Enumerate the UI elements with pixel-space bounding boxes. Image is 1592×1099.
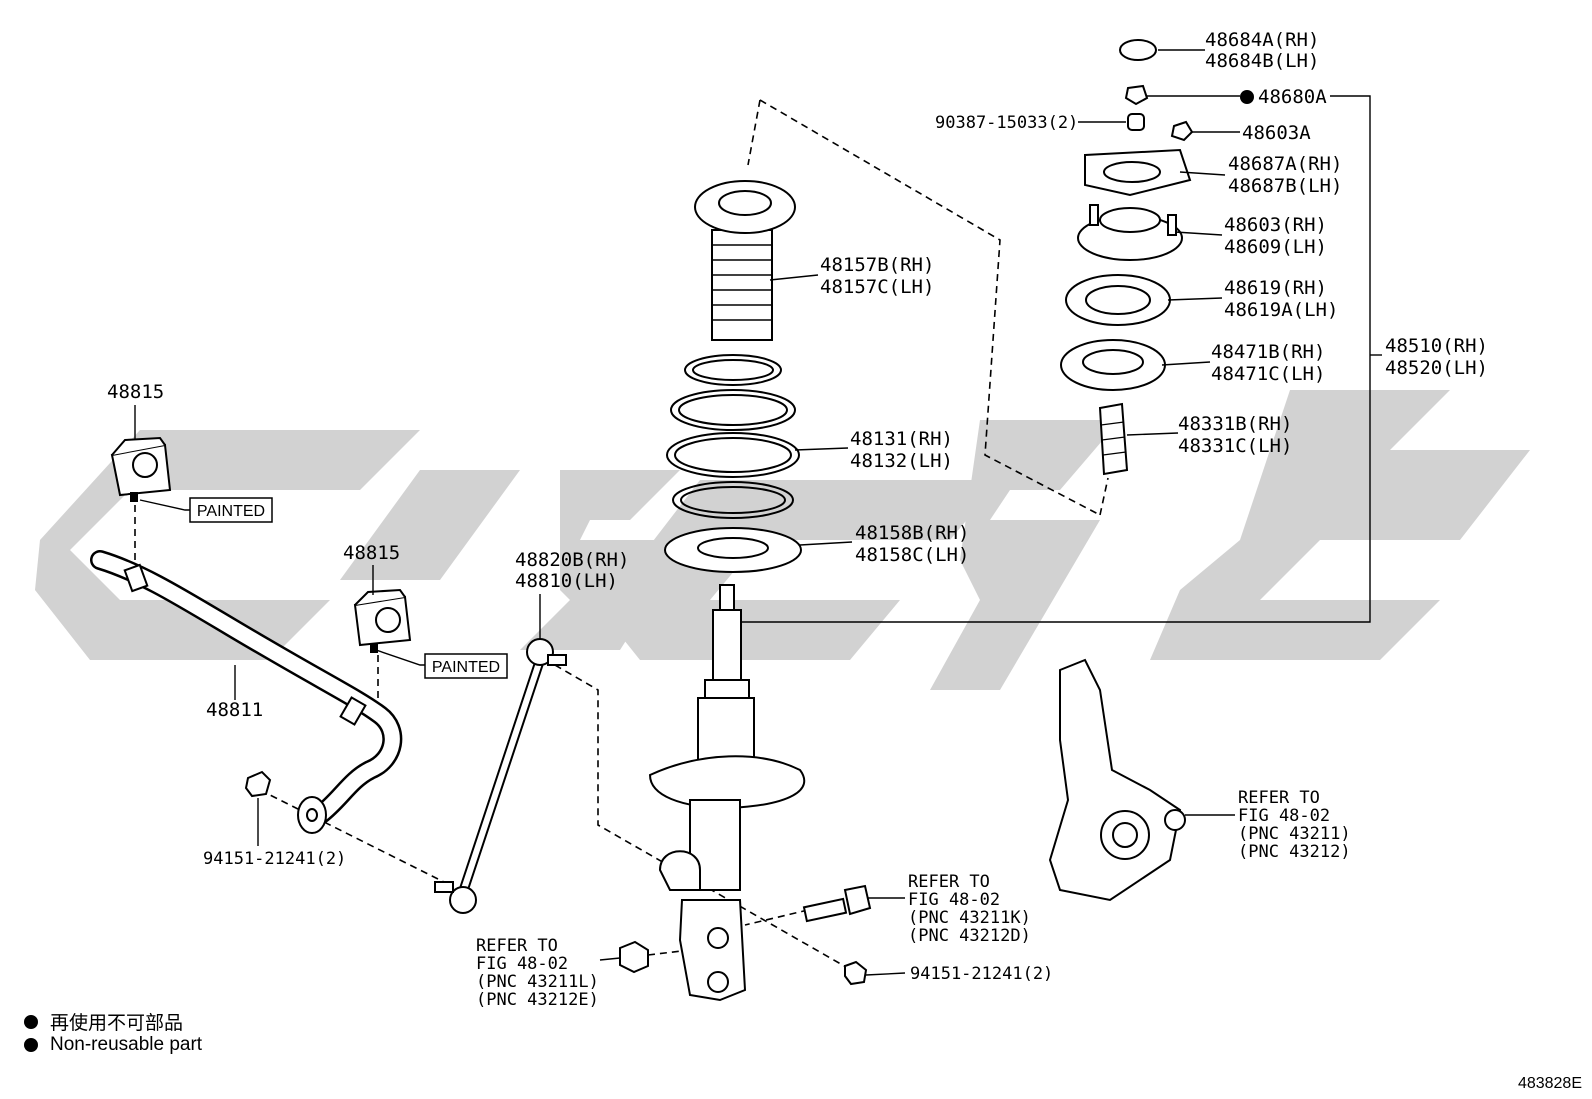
label-48471B: 48471B(RH) — [1211, 341, 1325, 363]
ref-knuckle-line3: (PNC 43211) — [1238, 824, 1351, 844]
label-48811: 48811 — [206, 699, 263, 721]
label-48471C: 48471C(LH) — [1211, 363, 1325, 385]
label-48157C: 48157C(LH) — [820, 276, 934, 298]
assembly-bracket — [736, 95, 1382, 623]
bearing-48619 — [1065, 274, 1171, 326]
label-48810: 48810(LH) — [515, 570, 618, 592]
stabilizer-bar — [90, 550, 403, 834]
label-48603A: 48603A — [1242, 122, 1311, 144]
painted-label: PAINTED — [197, 503, 265, 520]
ref-nut-line2: FIG 48-02 — [476, 954, 568, 974]
collar-90387 — [1127, 113, 1145, 131]
cap-48684 — [1119, 39, 1157, 61]
label-48510: 48510(RH) — [1385, 335, 1488, 357]
ref-knuckle-line2: FIG 48-02 — [1238, 806, 1330, 826]
label-48820B: 48820B(RH) — [515, 549, 629, 571]
label-94151-right: 94151-21241(2) — [910, 964, 1053, 984]
strut-assembly — [648, 584, 806, 1002]
plate-48687 — [1084, 148, 1192, 197]
label-48687B: 48687B(LH) — [1228, 175, 1342, 197]
legend-en: Non-reusable part — [24, 1034, 202, 1056]
legend-en-text: Non-reusable part — [50, 1034, 203, 1055]
label-48158B: 48158B(RH) — [855, 522, 969, 544]
ref-knuckle-line1: REFER TO — [1238, 788, 1320, 808]
bullet-icon — [24, 1014, 38, 1029]
dust-boot-48157 — [694, 180, 796, 341]
bolt-43211K — [802, 884, 872, 923]
legend-jp: 再使用不可部品 — [24, 1008, 183, 1035]
bumper-48331 — [1098, 402, 1129, 476]
ref-nut-line4: (PNC 43212E) — [476, 990, 599, 1010]
ref-nut-line1: REFER TO — [476, 936, 558, 956]
label-48157B: 48157B(RH) — [820, 254, 934, 276]
nut-94151-left — [244, 770, 272, 798]
nut-48603A — [1170, 120, 1194, 142]
insulator-48471 — [1060, 339, 1166, 391]
label-48619: 48619(RH) — [1224, 277, 1327, 299]
ref-knuckle-line4: (PNC 43212) — [1238, 842, 1351, 862]
ref-nut-line3: (PNC 43211L) — [476, 972, 599, 992]
part-labels: 48684A(RH) 48684B(LH) 48680A 90387-15033… — [107, 29, 1488, 1010]
label-48158C: 48158C(LH) — [855, 544, 969, 566]
ref-bolt-line3: (PNC 43211K) — [908, 908, 1031, 928]
painted-tag-upper: PAINTED — [189, 497, 273, 523]
ref-bolt-line4: (PNC 43212D) — [908, 926, 1031, 946]
label-48520: 48520(LH) — [1385, 357, 1488, 379]
ref-bolt-line2: FIG 48-02 — [908, 890, 1000, 910]
leader-lines — [134, 49, 1240, 976]
label-48132: 48132(LH) — [850, 450, 953, 472]
non-reusable-dot — [1240, 90, 1254, 104]
legend-jp-text: 再使用不可部品 — [50, 1013, 184, 1034]
label-48684B: 48684B(LH) — [1205, 50, 1319, 72]
spring-seat-48158 — [664, 527, 802, 573]
stabilizer-link — [434, 638, 567, 914]
label-90387: 90387-15033(2) — [935, 113, 1078, 133]
nut-48680A — [1124, 84, 1149, 106]
diagram-id: 483828E — [1517, 1075, 1582, 1092]
label-48331B: 48331B(RH) — [1178, 413, 1292, 435]
label-48815-upper: 48815 — [107, 381, 164, 403]
bullet-icon — [24, 1038, 38, 1052]
label-48131: 48131(RH) — [850, 428, 953, 450]
label-48331C: 48331C(LH) — [1178, 435, 1292, 457]
support-48603 — [1077, 204, 1183, 261]
coil-spring — [666, 354, 800, 519]
nut-43211L — [619, 940, 649, 974]
label-48684A: 48684A(RH) — [1205, 29, 1319, 51]
painted-tag-lower: PAINTED — [424, 653, 508, 679]
steering-knuckle — [1048, 658, 1186, 902]
label-48619A: 48619A(LH) — [1224, 299, 1338, 321]
label-48603: 48603(RH) — [1224, 214, 1327, 236]
label-48680A: 48680A — [1258, 86, 1327, 108]
nut-94151-right — [844, 960, 868, 986]
label-48687A: 48687A(RH) — [1228, 153, 1342, 175]
bushing-48815-lower — [353, 588, 412, 653]
ref-bolt-line1: REFER TO — [908, 872, 990, 892]
label-48609: 48609(LH) — [1224, 236, 1327, 258]
label-94151-left: 94151-21241(2) — [203, 849, 346, 869]
bushing-48815-upper — [110, 436, 172, 502]
label-48815-lower: 48815 — [343, 542, 400, 564]
painted-label: PAINTED — [432, 659, 500, 676]
